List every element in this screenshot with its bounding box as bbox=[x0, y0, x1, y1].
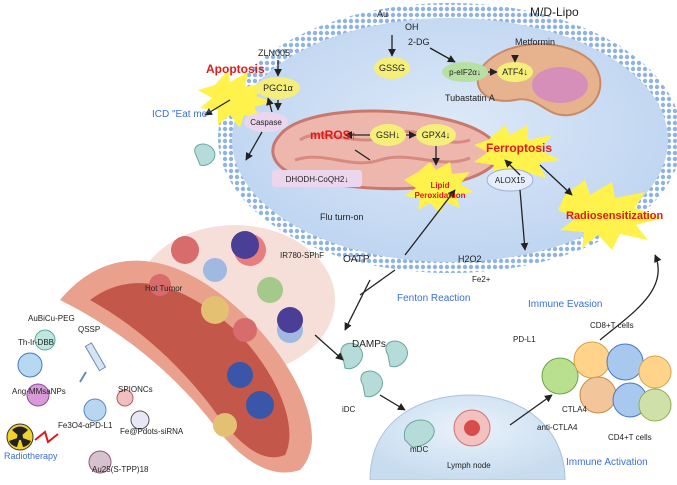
gssg-oval bbox=[374, 57, 410, 79]
gsh-label: GSH↓ bbox=[376, 130, 400, 140]
fe3o4-particle-icon bbox=[83, 398, 107, 422]
oatp-label: OATP bbox=[343, 254, 370, 265]
qssp-label: QSSP bbox=[78, 325, 100, 334]
ferroptosis-label: Ferroptosis bbox=[486, 141, 552, 155]
immune-evasion-label: Immune Evasion bbox=[528, 299, 602, 310]
pdl1-label: PD-L1 bbox=[513, 335, 536, 344]
md-lipo-label: M/D-Lipo bbox=[530, 5, 579, 19]
peroxidation-label: Peroxidatuon bbox=[414, 191, 465, 200]
h2o2-label: H2O2 bbox=[458, 254, 482, 264]
angmmsa-particle-icon bbox=[26, 383, 50, 407]
dhodh-label: DHODH-CoQH2↓ bbox=[286, 175, 349, 184]
arrows bbox=[204, 35, 662, 426]
mtros-label: mtROS↑ bbox=[310, 128, 357, 142]
radiosensitization-label: Radiosensitization bbox=[566, 210, 663, 222]
nucleus bbox=[476, 43, 602, 117]
flu-label: Flu turn-on bbox=[320, 212, 364, 222]
apoptosis-burst bbox=[198, 70, 272, 128]
aubicu-label: AuBiCu-PEG bbox=[28, 314, 75, 323]
apoptosis-label: Apoptosis bbox=[206, 62, 265, 76]
cd4-label: CD4+T cells bbox=[608, 433, 652, 442]
caspase-oval bbox=[244, 112, 288, 132]
immune-activation-label: Immune Activation bbox=[566, 457, 648, 468]
oh-label: OH bbox=[405, 22, 419, 32]
dc-cells bbox=[194, 143, 408, 398]
idc-label: iDC bbox=[342, 405, 356, 414]
spioncs-label: SPIONCs bbox=[118, 385, 153, 394]
radiotherapy-label: Radiotherapy bbox=[4, 451, 58, 461]
fepdots-label: Fe@Pdots-siRNA bbox=[120, 427, 184, 436]
gpx4-label: GPX4↓ bbox=[422, 130, 451, 140]
vessel-lumen bbox=[90, 283, 290, 458]
tumor-tissue bbox=[60, 225, 335, 473]
ferroptosis-burst bbox=[474, 125, 560, 185]
text-labels: Au OH M/D-Lipo Metformin ZLN005 2-DG GSS… bbox=[4, 5, 663, 474]
gssg-label: GSSG bbox=[379, 63, 405, 73]
spioncs-particle-icon bbox=[116, 389, 134, 407]
anti-ctla4-label: anti-CTLA4 bbox=[537, 423, 578, 432]
lipid-label: Lipid bbox=[430, 181, 449, 190]
damps-label: DAMPs bbox=[352, 339, 386, 350]
t-cell-cluster bbox=[541, 341, 672, 422]
thirdbb-label: Th-Ir-DBB bbox=[18, 338, 54, 347]
au25-particle-icon bbox=[88, 450, 112, 474]
alox15-oval bbox=[486, 168, 534, 192]
ir780-label: IR780-SPhF bbox=[280, 251, 324, 260]
lymph-node bbox=[369, 394, 566, 481]
lymph-node-label: Lymph node bbox=[447, 461, 491, 470]
zln005-label: ZLN005 bbox=[258, 48, 290, 58]
radiation-icon bbox=[6, 423, 34, 451]
gpx4-oval bbox=[416, 124, 456, 146]
mdc-label: mDC bbox=[410, 445, 428, 454]
tubastatin-label: Tubastatin A bbox=[445, 93, 495, 103]
aubicu-particle-icon bbox=[34, 329, 56, 351]
syringe-icon bbox=[79, 342, 107, 383]
cd8-label: CD8+T cells bbox=[590, 321, 634, 330]
hot-tumor-label: Hot Tumor bbox=[145, 284, 183, 293]
metformin-label: Metformin bbox=[515, 37, 555, 47]
fe2-label: Fe2+ bbox=[472, 275, 491, 284]
fe3o4-label: Fe3O4-αPD-L1 bbox=[58, 421, 113, 430]
icd-label: ICD "Eat me" bbox=[152, 109, 211, 120]
thirdbb-particle-icon bbox=[17, 352, 43, 378]
ctla4-label: CTLA4 bbox=[562, 405, 587, 414]
mdc-cell bbox=[403, 419, 435, 448]
alox15-label: ALOX15 bbox=[495, 176, 526, 185]
angmmsa-label: Ang-MMsaNPs bbox=[12, 387, 66, 396]
peif2a-oval bbox=[442, 62, 488, 82]
dhodh-box bbox=[272, 170, 362, 187]
fenton-label: Fenton Reaction bbox=[397, 293, 470, 304]
gsh-oval bbox=[370, 124, 406, 146]
atf4-oval bbox=[497, 62, 533, 82]
fepdots-particle-icon bbox=[130, 410, 150, 430]
idc-cell bbox=[340, 342, 363, 370]
pgc1a-oval bbox=[256, 77, 300, 99]
nucleolus bbox=[532, 67, 588, 103]
pgc1a-label: PGC1α bbox=[263, 83, 293, 93]
au-label: Au bbox=[377, 9, 388, 19]
au25-label: Au25(S-TPP)18 bbox=[92, 465, 149, 474]
radiosensitization-burst bbox=[558, 180, 662, 250]
twodg-label: 2-DG bbox=[408, 37, 430, 47]
peif2a-label: p-eIF2α↓ bbox=[449, 68, 481, 77]
atf4-label: ATF4↓ bbox=[502, 67, 528, 77]
caspase-label: Caspase bbox=[250, 118, 282, 127]
nanoparticle-list bbox=[17, 329, 150, 474]
ovals bbox=[244, 57, 534, 192]
radiation-zigzag bbox=[34, 430, 59, 444]
lipid-burst bbox=[404, 162, 474, 213]
